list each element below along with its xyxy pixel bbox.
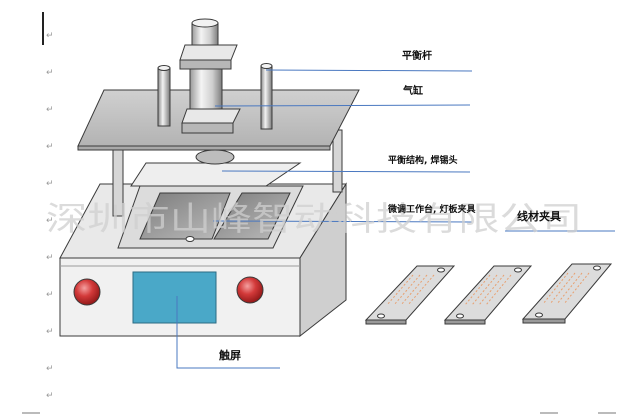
solder-head xyxy=(195,149,235,165)
right-post xyxy=(332,129,343,193)
top-plate-front-edge xyxy=(77,145,331,151)
label-balance-rod: 平衡杆 xyxy=(402,49,432,62)
leader-fixture xyxy=(212,220,473,223)
touchscreen[interactable] xyxy=(132,271,217,324)
paragraph-mark: ↵ xyxy=(46,290,54,300)
balance-rod-left xyxy=(157,67,171,127)
label-wire-fixture: 线材夹具 xyxy=(517,209,561,223)
fixture-slot-left xyxy=(139,192,231,240)
leader-lines xyxy=(176,69,615,369)
paragraph-marks: ↵ ↵ ↵ ↵ ↵ ↵ ↵ ↵ ↵ ↵ ↵ xyxy=(46,31,54,401)
wire-fixtures xyxy=(364,263,613,325)
paragraph-mark: ↵ xyxy=(46,31,54,41)
soldering-machine xyxy=(59,18,360,338)
wire-fixture-3 xyxy=(521,263,613,324)
label-touchscreen: 触屏 xyxy=(218,348,241,362)
text-cursor xyxy=(42,12,44,45)
label-cylinder: 气缸 xyxy=(402,84,423,97)
leader-touchscreen xyxy=(176,296,280,369)
wire-fixture-2 xyxy=(443,265,533,325)
cylinder-top-block xyxy=(179,44,238,61)
paragraph-mark: ↵ xyxy=(46,105,54,115)
watermark: 深圳市山峰智动科技有限公司 xyxy=(46,199,582,238)
cylinder-barrel xyxy=(189,68,223,115)
balance-rod-right xyxy=(260,65,273,130)
leader-cylinder xyxy=(214,104,471,107)
start-button-right[interactable] xyxy=(236,276,264,304)
balance-plate xyxy=(130,162,302,187)
paragraph-mark: ↵ xyxy=(46,391,54,401)
label-fixture: 微调工作台, 灯板夹具 xyxy=(387,203,476,215)
paragraph-mark: ↵ xyxy=(46,68,54,78)
leader-balance-structure xyxy=(221,170,471,173)
paragraph-mark: ↵ xyxy=(46,142,54,152)
leader-balance-rod xyxy=(265,69,473,72)
fixture-slot-right xyxy=(213,192,291,240)
wire-fixture-1 xyxy=(364,265,456,325)
label-balance-structure: 平衡结构, 焊锡头 xyxy=(388,154,458,166)
cylinder-bottom-block xyxy=(181,108,241,124)
paragraph-mark: ↵ xyxy=(46,216,54,226)
paragraph-mark: ↵ xyxy=(46,179,54,189)
start-button-left[interactable] xyxy=(73,278,101,306)
paragraph-mark: ↵ xyxy=(46,364,54,374)
paragraph-mark: ↵ xyxy=(46,327,54,337)
fixture-screw xyxy=(185,236,195,242)
paragraph-mark: ↵ xyxy=(46,253,54,263)
